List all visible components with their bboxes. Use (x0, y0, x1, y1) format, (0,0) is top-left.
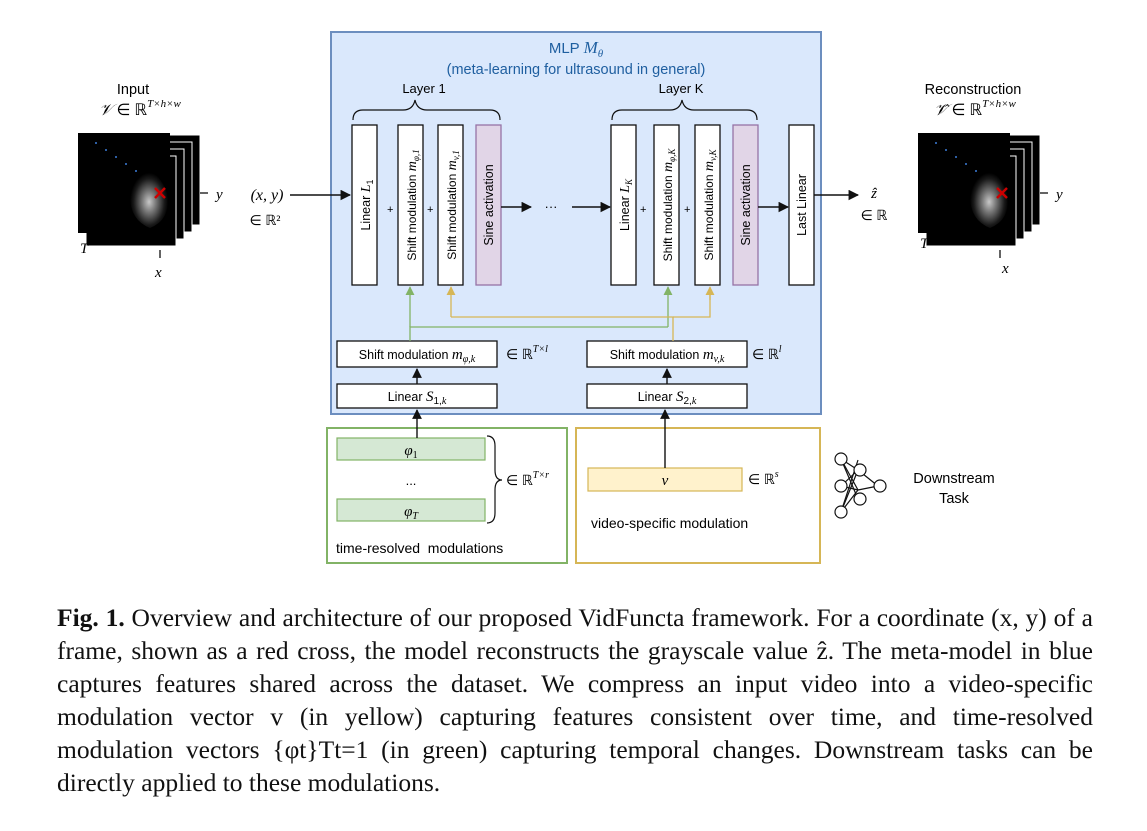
sine-1-text: Sine activation (482, 164, 496, 245)
input-video-stack (78, 133, 201, 247)
downstream-label-1: Downstream (913, 471, 994, 487)
output-z: ẑ (870, 186, 877, 202)
shift-phi-1-text: Shift modulation mφ,1 (405, 149, 421, 260)
linear-1-block (351, 124, 378, 286)
video-specific-box (575, 427, 821, 564)
coord-space: ∈ ℝ² (250, 214, 281, 229)
linear-S2-text: Linear S2,k (638, 389, 697, 407)
shift-phi-k-box (336, 340, 498, 368)
recon-space: 𝒱̂ ∈ ℝT×h×w (934, 98, 1016, 119)
v-text: v (662, 473, 669, 489)
recon-label: Reconstruction (925, 82, 1022, 98)
layer1-label: Layer 1 (402, 81, 445, 96)
recon-video-stack (918, 133, 1041, 247)
phi-1-bar (336, 437, 486, 461)
shift-v-k-space: ∈ ℝl (752, 344, 782, 363)
mlp-title: MLP Mθ (549, 38, 604, 60)
input-axis-T: T (80, 241, 90, 257)
plus-1: + (387, 204, 393, 216)
v-space: ∈ ℝs (748, 469, 779, 488)
linear-K-block (610, 124, 637, 286)
plus-3: + (640, 204, 646, 216)
recon-red-cross-icon (996, 187, 1008, 199)
layerK-label: Layer K (659, 81, 704, 96)
phi-brace (486, 435, 503, 524)
linear-1-text: Linear L1 (359, 179, 375, 230)
caption-fig-label: Fig. 1. (57, 603, 125, 632)
shift-v-k-box (586, 340, 748, 368)
shift-phi-K-text: Shift modulation mφ,K (661, 148, 677, 262)
phi-T-bar (336, 498, 486, 522)
shift-v-k-text: Shift modulation mv,k (610, 347, 725, 365)
recon-axis-y: y (1054, 187, 1063, 203)
linear-S1-text: Linear S1,k (388, 389, 447, 407)
sine-K-text: Sine activation (739, 164, 753, 245)
shift-phi-1-block (397, 124, 424, 286)
output-space: ∈ ℝ (861, 209, 888, 224)
shift-v-K-block (694, 124, 721, 286)
last-linear-text: Last Linear (795, 174, 809, 236)
phi-dots: ... (406, 473, 417, 488)
yellow-route-vK (673, 295, 711, 318)
video-specific-label: video-specific modulation (591, 515, 748, 531)
caption-text: Overview and architecture of our propose… (57, 603, 1093, 797)
shift-v-K-text: Shift modulation mv,K (702, 148, 718, 260)
shift-v-1-text: Shift modulation mv,1 (445, 150, 461, 260)
recon-axis-x: x (1001, 261, 1009, 277)
time-resolved-label: time-resolved modulations (336, 540, 503, 556)
plus-2: + (427, 204, 433, 216)
coord-label: (x, y) (251, 187, 284, 204)
input-space: 𝒱 ∈ ℝT×h×w (99, 98, 181, 119)
last-linear-block (788, 124, 815, 286)
input-label: Input (117, 82, 149, 98)
neural-network-icon (834, 452, 887, 519)
sine-K-block (732, 124, 759, 286)
shift-v-1-block (437, 124, 464, 286)
shift-phi-k-text: Shift modulation mφ,k (359, 347, 476, 365)
plus-4: + (684, 204, 690, 216)
shift-phi-K-block (653, 124, 680, 286)
layerK-brace (611, 99, 758, 121)
downstream-label-2: Task (939, 491, 970, 507)
recon-axis-T: T (920, 236, 930, 252)
sine-1-block (475, 124, 502, 286)
input-axis-y: y (214, 187, 223, 203)
layers-ellipsis: ··· (545, 199, 558, 214)
layer1-brace (352, 99, 501, 121)
linear-S1-box (336, 383, 498, 409)
mlp-subtitle: (meta-learning for ultrasound in general… (447, 62, 706, 78)
input-axis-x: x (154, 265, 162, 281)
figure-caption: Fig. 1. Overview and architecture of our… (57, 601, 1093, 799)
linear-K-text: Linear LK (618, 178, 634, 231)
red-cross-icon (154, 187, 166, 199)
